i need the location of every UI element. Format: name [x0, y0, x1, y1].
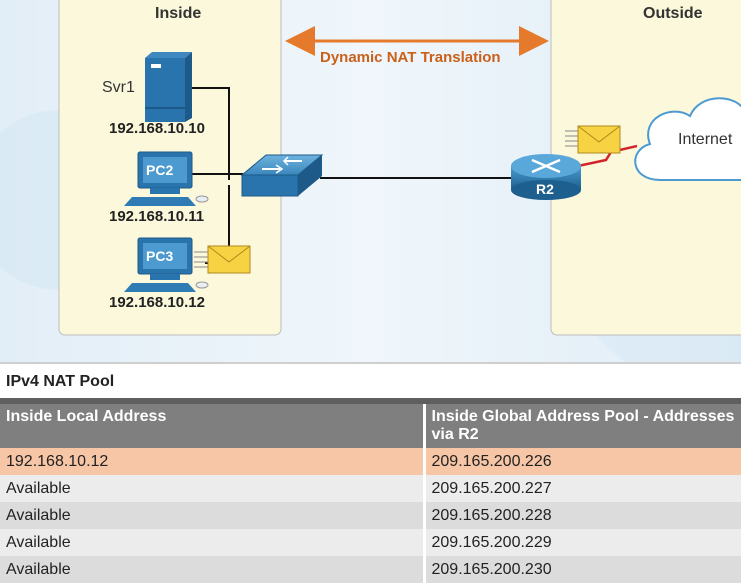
- pc3-icon: [124, 237, 209, 292]
- envelope-icon: [565, 125, 621, 154]
- table-row: Available 209.165.200.227: [0, 475, 741, 502]
- inside-zone-label: Inside: [155, 5, 202, 22]
- nat-pool-table: Inside Local Address Inside Global Addre…: [0, 398, 741, 583]
- column-header-global: Inside Global Address Pool - Addresses v…: [422, 398, 741, 448]
- pc2-ip-label: 192.168.10.11: [109, 208, 205, 225]
- nat-diagram: Inside Outside Dynamic NAT Translation S…: [0, 0, 741, 362]
- local-address-cell: Available: [0, 556, 424, 583]
- wan-link: [577, 144, 638, 168]
- pc2-icon: [124, 151, 209, 206]
- table-row: Available 209.165.200.229: [0, 529, 741, 556]
- server-icon: [145, 52, 192, 122]
- svr1-link: [192, 87, 230, 180]
- local-address-cell: Available: [0, 529, 424, 556]
- local-address-cell: Available: [0, 475, 424, 502]
- table-row: Available 209.165.200.230: [0, 556, 741, 583]
- diagram-canvas: [0, 0, 741, 362]
- pool-title-bar: IPv4 NAT Pool: [0, 362, 741, 398]
- column-header-local: Inside Local Address: [0, 398, 424, 448]
- global-address-cell: 209.165.200.228: [422, 502, 741, 529]
- global-address-cell: 209.165.200.227: [422, 475, 741, 502]
- global-address-cell: 209.165.200.230: [422, 556, 741, 583]
- switch-icon: [240, 154, 324, 197]
- envelope-icon: [194, 245, 251, 274]
- pc2-name-label: PC2: [146, 162, 174, 178]
- pc3-name-label: PC3: [146, 248, 174, 264]
- translation-label: Dynamic NAT Translation: [320, 49, 501, 66]
- cloud-label: Internet: [678, 131, 733, 148]
- global-address-cell: 209.165.200.229: [422, 529, 741, 556]
- table-row: 192.168.10.12 209.165.200.226: [0, 448, 741, 475]
- pc3-ip-label: 192.168.10.12: [109, 294, 205, 311]
- global-address-cell: 209.165.200.226: [422, 448, 741, 475]
- router-icon: [511, 154, 581, 200]
- outside-zone-label: Outside: [643, 5, 703, 22]
- table-row: Available 209.165.200.228: [0, 502, 741, 529]
- cloud-icon: [634, 97, 741, 181]
- pool-title: IPv4 NAT Pool: [6, 373, 115, 390]
- server-name-label: Svr1: [102, 79, 135, 96]
- local-address-cell: 192.168.10.12: [0, 448, 424, 475]
- local-address-cell: Available: [0, 502, 424, 529]
- server-ip-label: 192.168.10.10: [109, 120, 205, 137]
- router-name-label: R2: [536, 181, 554, 197]
- table-header-row: Inside Local Address Inside Global Addre…: [0, 398, 741, 448]
